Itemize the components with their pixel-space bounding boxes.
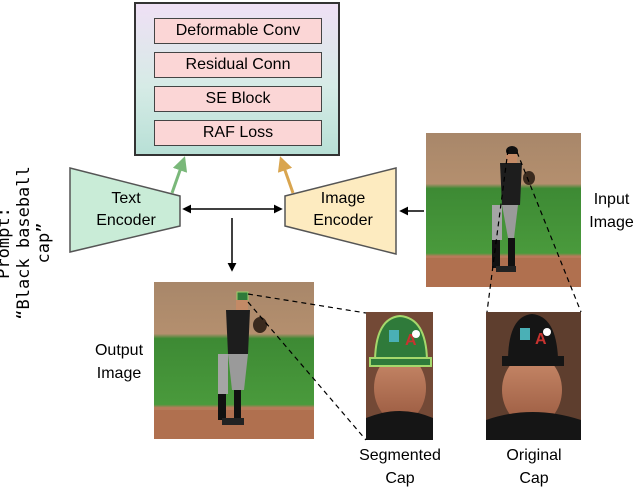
svg-text:A: A [535, 331, 547, 348]
zoom-line-output-bottom [247, 301, 367, 441]
module-residual-conn: Residual Conn [154, 52, 322, 78]
image-encoder-line-2: Encoder [313, 212, 373, 229]
zoom-line-input-left [486, 149, 509, 313]
original-cap-line-2: Cap [519, 470, 549, 487]
input-image-caption: Input Image [583, 188, 640, 234]
segmented-cap-line-2: Cap [385, 470, 415, 487]
output-image-line-1: Output [94, 342, 144, 359]
original-cap-line-1: Original [506, 447, 562, 464]
input-image-photo [426, 133, 581, 287]
output-image-photo [154, 282, 314, 439]
text-encoder-shape [69, 167, 181, 253]
segmented-cap-photo: A [366, 312, 433, 440]
output-image-caption: Output Image [86, 339, 152, 385]
module-raf-loss: RAF Loss [154, 120, 322, 146]
input-image-line-2: Image [589, 214, 634, 231]
zoom-line-input-right [516, 151, 582, 313]
segmented-cap-caption: Segmented Cap [356, 444, 444, 490]
image-encoder-label: Image Encoder [295, 188, 391, 232]
module-se-block: SE Block [154, 86, 322, 112]
module-stack: Deformable Conv Residual Conn SE Block R… [134, 2, 340, 156]
module-deformable-conv: Deformable Conv [154, 18, 322, 44]
input-image-line-1: Input [593, 191, 630, 208]
text-encoder-line-2: Encoder [96, 212, 156, 229]
text-encoder-label: Text Encoder [78, 188, 174, 232]
text-encoder-line-1: Text [111, 190, 141, 207]
image-encoder-shape [284, 167, 397, 255]
image-encoder-to-modules-arrow [277, 156, 295, 194]
image-encoder-line-1: Image [320, 190, 366, 207]
original-cap-caption: Original Cap [491, 444, 577, 490]
zoom-line-output-top [247, 293, 367, 314]
original-cap-photo: A [486, 312, 581, 440]
text-encoder-to-modules-arrow [170, 156, 188, 194]
output-image-line-2: Image [96, 365, 142, 382]
segmented-cap-line-1: Segmented [359, 447, 441, 464]
